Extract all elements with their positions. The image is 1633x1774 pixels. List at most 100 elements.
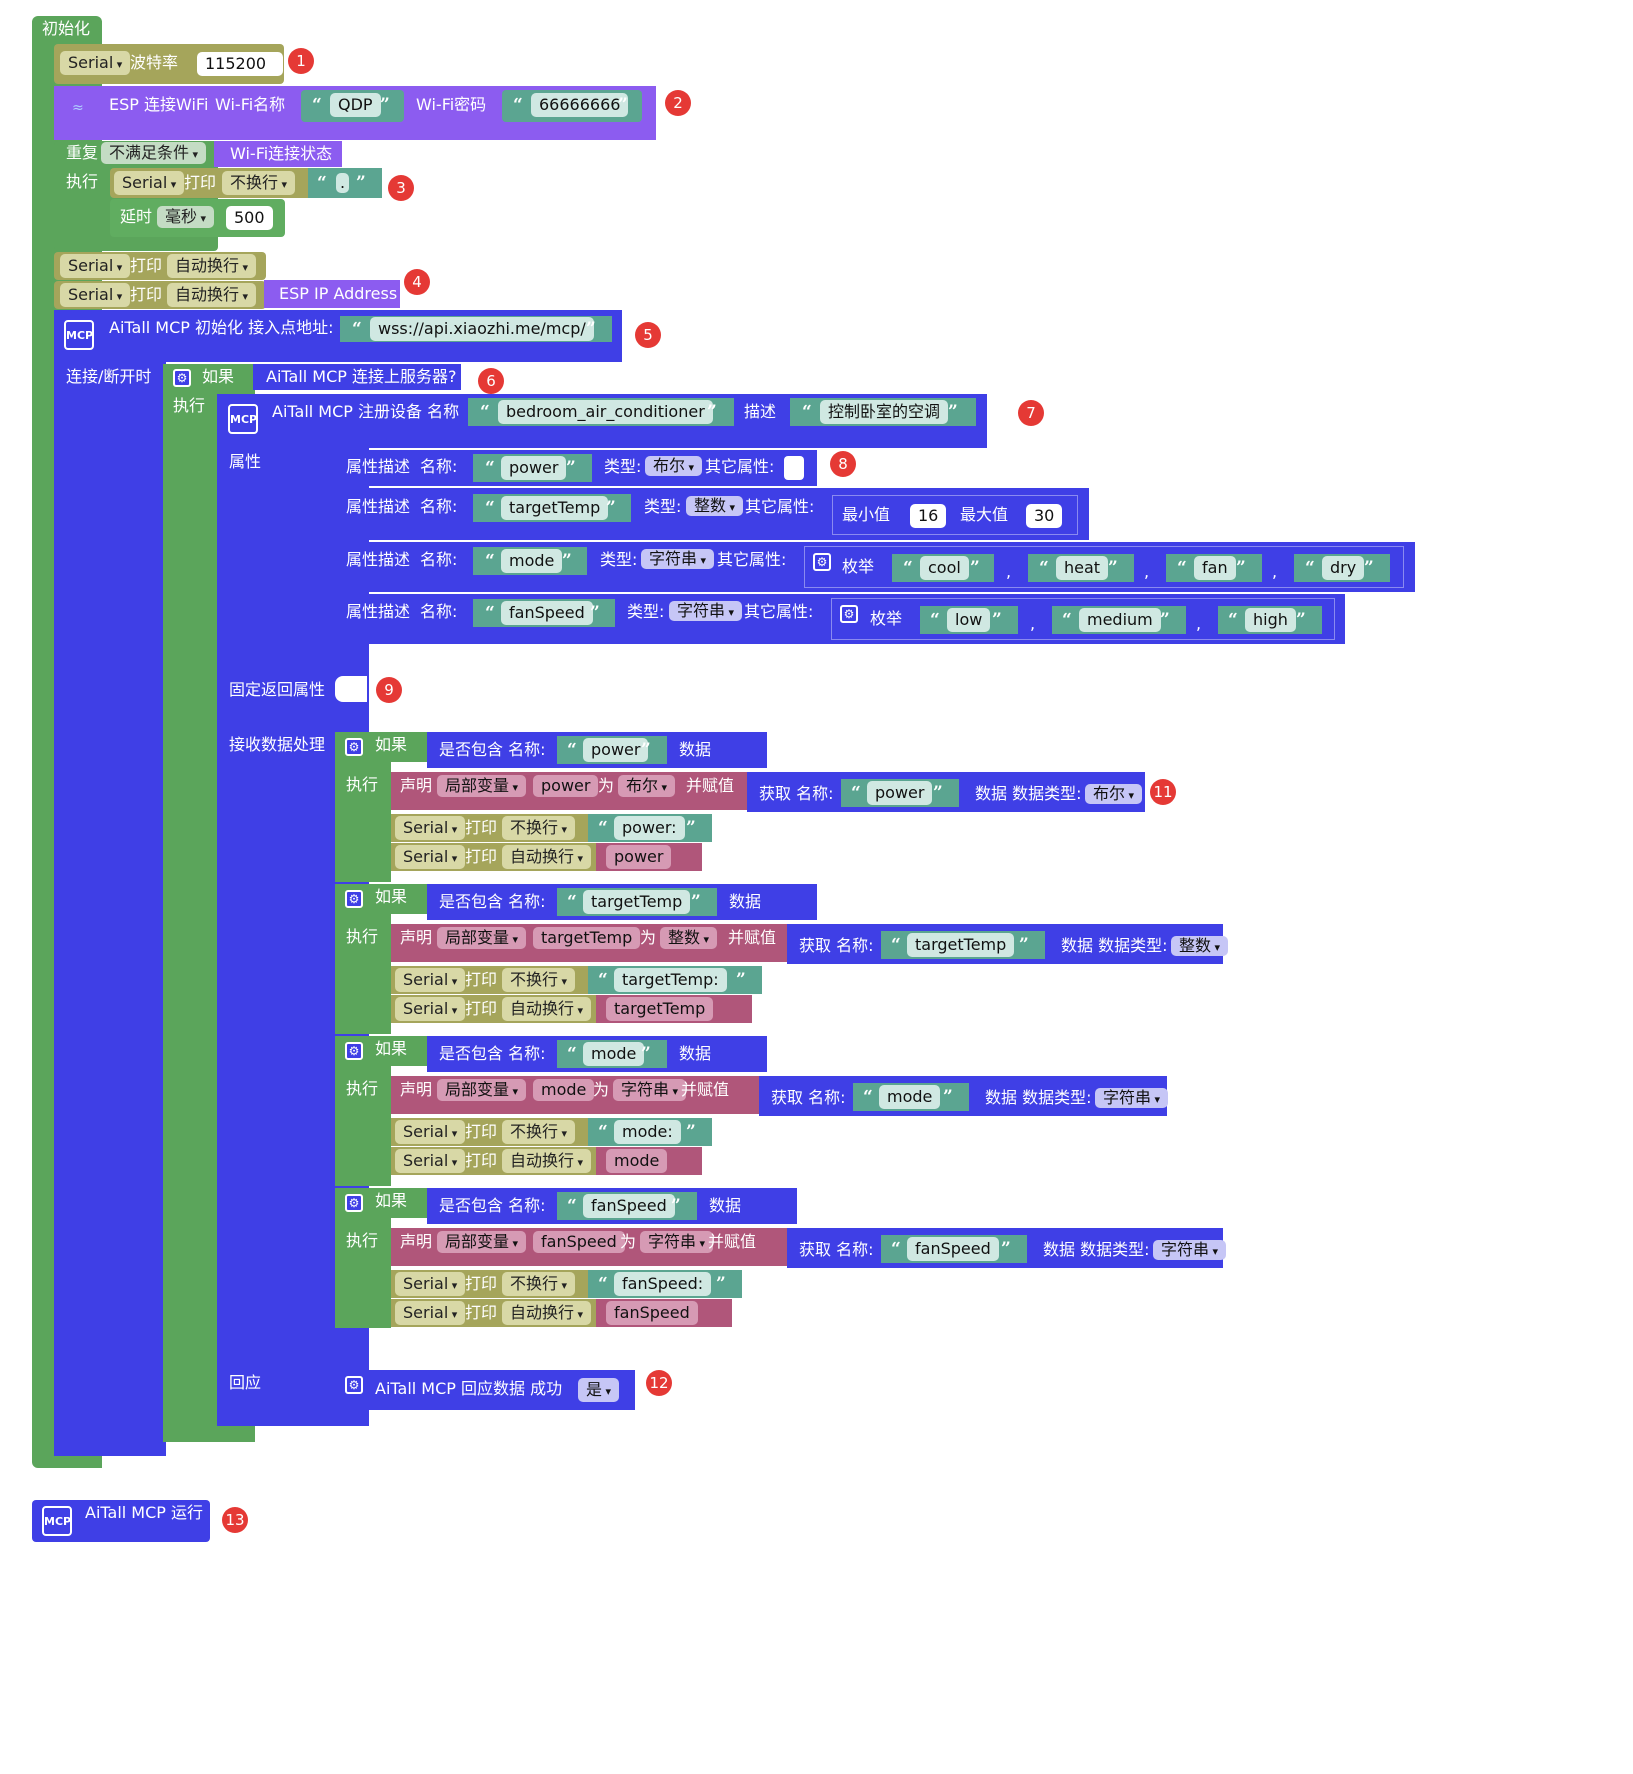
type-select[interactable]: 字符串 (669, 601, 743, 621)
success-select[interactable]: 是 (578, 1378, 620, 1402)
var-name-input[interactable]: targetTemp (533, 927, 641, 949)
serial-select[interactable]: Serial (395, 1149, 466, 1173)
scope-select[interactable]: 局部变量 (437, 927, 527, 949)
var-type-select[interactable]: 整数 (660, 927, 718, 949)
serial-select[interactable]: Serial (114, 171, 185, 195)
print-text-input[interactable]: mode: (614, 1120, 681, 1144)
gear-icon[interactable]: ⚙ (345, 1042, 363, 1060)
gear-icon[interactable]: ⚙ (173, 369, 191, 387)
device-name-input[interactable]: bedroom_air_conditioner (498, 400, 713, 424)
serial-select[interactable]: Serial (60, 254, 131, 278)
var-name-input[interactable]: mode (533, 1079, 595, 1101)
newline-select[interactable]: 自动换行 (502, 1149, 592, 1173)
serial-select[interactable]: Serial (395, 816, 466, 840)
print-text-input[interactable]: targetTemp: (614, 968, 727, 992)
min-input[interactable]: 16 (910, 504, 947, 528)
newline-select[interactable]: 不换行 (222, 171, 296, 195)
newline-select[interactable]: 不换行 (502, 968, 576, 992)
mcp-icon: MCP (228, 404, 258, 434)
type-select[interactable]: 整数 (686, 496, 744, 516)
serial-select[interactable]: Serial (60, 283, 131, 307)
enum-input[interactable]: fan (1194, 556, 1236, 580)
ssid-input[interactable]: QDP (330, 93, 381, 117)
newline-select[interactable]: 自动换行 (167, 254, 257, 278)
url-input[interactable]: wss://api.xiaozhi.me/mcp/ (370, 317, 594, 341)
type-select[interactable]: 字符串 (641, 549, 715, 569)
var-type-select[interactable]: 字符串 (613, 1079, 687, 1101)
newline-select[interactable]: 不换行 (502, 1272, 576, 1296)
enum-input[interactable]: low (947, 608, 991, 632)
badge-5: 5 (635, 322, 661, 348)
get-name-input[interactable]: power (867, 781, 933, 805)
ms-select[interactable]: 毫秒 (157, 206, 215, 228)
var-get-input[interactable]: targetTemp (606, 997, 714, 1021)
desc-input[interactable]: 控制卧室的空调 (820, 400, 949, 424)
prop-name-input[interactable]: fanSpeed (501, 601, 593, 625)
var-name-input[interactable]: fanSpeed (533, 1231, 625, 1253)
print-text-input[interactable]: fanSpeed: (614, 1272, 712, 1296)
dot-input[interactable]: . (336, 173, 350, 193)
newline-select[interactable]: 不换行 (502, 816, 576, 840)
gear-icon[interactable]: ⚙ (840, 605, 858, 623)
serial-select[interactable]: Serial (395, 845, 466, 869)
enum-input[interactable]: dry (1322, 556, 1365, 580)
data-type-select[interactable]: 字符串 (1153, 1240, 1227, 1260)
contains-name-input[interactable]: fanSpeed (583, 1194, 675, 1218)
serial-select[interactable]: Serial (395, 1272, 466, 1296)
baud-input[interactable]: 115200 (197, 52, 283, 76)
until-select[interactable]: 不满足条件 (101, 142, 207, 164)
newline-select[interactable]: 自动换行 (502, 845, 592, 869)
var-type-select[interactable]: 布尔 (618, 775, 676, 797)
serial-select[interactable]: Serial (395, 997, 466, 1021)
gear-icon[interactable]: ⚙ (345, 890, 363, 908)
contains-name-input[interactable]: power (583, 738, 649, 762)
quote-close-icon: ” (686, 818, 696, 838)
prop-name-input[interactable]: targetTemp (501, 496, 609, 520)
serial-select[interactable]: Serial (395, 1120, 466, 1144)
contains-name-input[interactable]: targetTemp (583, 890, 691, 914)
scope-select[interactable]: 局部变量 (437, 775, 527, 797)
newline-select[interactable]: 自动换行 (502, 997, 592, 1021)
serial-select[interactable]: Serial (395, 1301, 466, 1325)
fixed-return-empty[interactable] (335, 676, 367, 702)
get-name-input[interactable]: targetTemp (907, 933, 1015, 957)
serial-select[interactable]: Serial (60, 51, 131, 75)
other-empty-slot[interactable] (784, 456, 804, 480)
data-type-select[interactable]: 整数 (1171, 936, 1229, 956)
newline-select[interactable]: 不换行 (502, 1120, 576, 1144)
data-type-select[interactable]: 布尔 (1085, 784, 1143, 804)
enum-input[interactable]: high (1245, 608, 1296, 632)
data-type-label: 数据 数据类型: (1043, 1240, 1150, 1259)
delay-input[interactable]: 500 (226, 206, 273, 230)
print-text-input[interactable]: power: (614, 816, 685, 840)
newline-select[interactable]: 自动换行 (502, 1301, 592, 1325)
type-select[interactable]: 布尔 (645, 456, 703, 476)
print-label: 打印 (465, 1122, 498, 1141)
enum-input[interactable]: cool (920, 556, 969, 580)
data-type-select[interactable]: 字符串 (1095, 1088, 1169, 1108)
var-get-input[interactable]: fanSpeed (606, 1301, 698, 1325)
max-input[interactable]: 30 (1026, 504, 1063, 528)
prop-name-input[interactable]: mode (501, 549, 563, 573)
var-get-input[interactable]: power (606, 845, 672, 869)
prop-name-input[interactable]: power (501, 456, 567, 480)
get-name-input[interactable]: mode (879, 1085, 941, 1109)
gear-icon[interactable]: ⚙ (345, 738, 363, 756)
contains-name-input[interactable]: mode (583, 1042, 645, 1066)
serial-select[interactable]: Serial (395, 968, 466, 992)
scope-select[interactable]: 局部变量 (437, 1231, 527, 1253)
enum-input[interactable]: medium (1079, 608, 1161, 632)
gear-icon[interactable]: ⚙ (345, 1376, 363, 1394)
badge-8: 8 (830, 451, 856, 477)
mcp-connect-block[interactable] (54, 362, 166, 1456)
enum-input[interactable]: heat (1056, 556, 1109, 580)
get-name-input[interactable]: fanSpeed (907, 1237, 999, 1261)
pwd-input[interactable]: 66666666 (531, 93, 629, 117)
gear-icon[interactable]: ⚙ (813, 553, 831, 571)
scope-select[interactable]: 局部变量 (437, 1079, 527, 1101)
newline-select[interactable]: 自动换行 (167, 283, 257, 307)
var-get-input[interactable]: mode (606, 1149, 668, 1173)
gear-icon[interactable]: ⚙ (345, 1194, 363, 1212)
var-type-select[interactable]: 字符串 (640, 1231, 714, 1253)
var-name-input[interactable]: power (533, 775, 599, 797)
